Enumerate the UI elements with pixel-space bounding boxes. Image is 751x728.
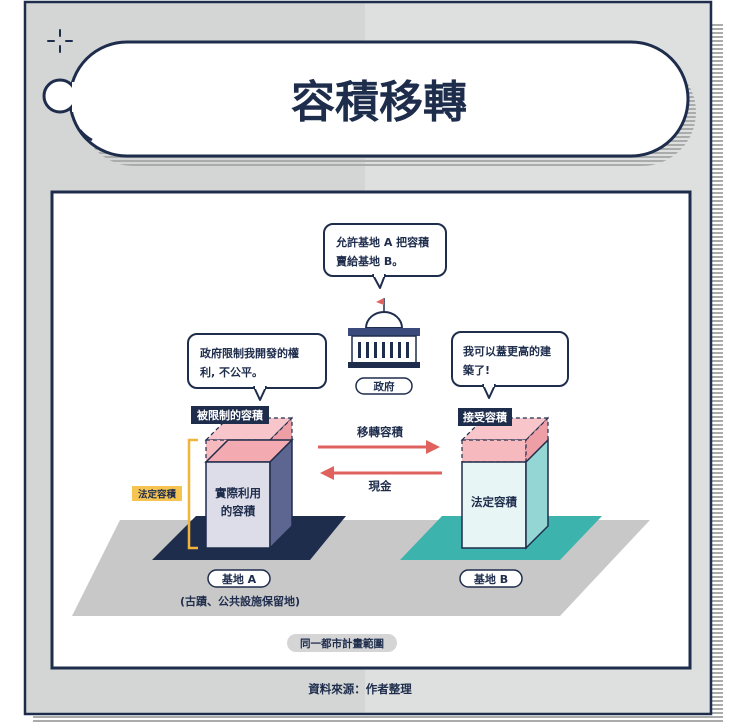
site-a-speech-line-1: 政府限制我開發的權: [200, 346, 299, 360]
title-banner: [42, 40, 690, 158]
legal-capacity-bracket: [187, 438, 198, 550]
legal-label-tag: [132, 486, 182, 501]
site-a-speech-bubble: [187, 333, 327, 401]
legal-label: 法定容積: [138, 489, 177, 501]
money-arrow: [320, 466, 442, 480]
site-a-label: 基地 A: [221, 572, 257, 586]
site-a-speech-line-2: 利, 不公平。: [200, 365, 263, 379]
source-note: 資料來源：作者整理: [308, 682, 412, 696]
scope-label-pill: [287, 634, 397, 652]
restricted-label-tag: [191, 406, 269, 424]
site-b-label: 基地 B: [473, 572, 508, 586]
site-b-speech-line-2: 築了!: [462, 363, 490, 377]
site-b-building-text: 法定容積: [471, 495, 517, 509]
site-b-label-pill: [459, 569, 523, 588]
government-label: 政府: [374, 380, 395, 393]
government-building-icon: [348, 298, 420, 368]
site-a-label-pill: [207, 569, 271, 588]
government-speech-line-2: 賣給基地 B。: [335, 254, 403, 268]
site-b-speech-line-1: 我可以蓋更高的建: [463, 344, 552, 358]
transfer-arrow-label: 移轉容積: [357, 425, 403, 439]
site-a-sublabel: (古蹟、公共設施保留地): [180, 594, 300, 608]
page-title: 容積移轉: [291, 77, 467, 128]
sparkle-icon: [47, 29, 73, 53]
receive-label: 接受容積: [463, 410, 508, 424]
government-speech-line-1: 允許基地 A 把容積: [335, 235, 430, 249]
site-b-building: [460, 416, 550, 550]
site-a-building-text-2: 的容積: [221, 504, 256, 518]
government-label-pill: [355, 377, 413, 395]
site-a-building-text-1: 實際利用: [215, 486, 261, 500]
transfer-arrow: [318, 440, 440, 454]
site-b-speech-bubble: [451, 331, 569, 399]
money-arrow-label: 現金: [369, 479, 392, 493]
site-a-building: [204, 416, 294, 550]
receive-label-tag: [458, 408, 512, 426]
restricted-label: 被限制的容積: [197, 408, 264, 422]
scope-label: 同一都市計畫範圍: [300, 637, 384, 650]
government-speech-bubble: [323, 223, 447, 289]
